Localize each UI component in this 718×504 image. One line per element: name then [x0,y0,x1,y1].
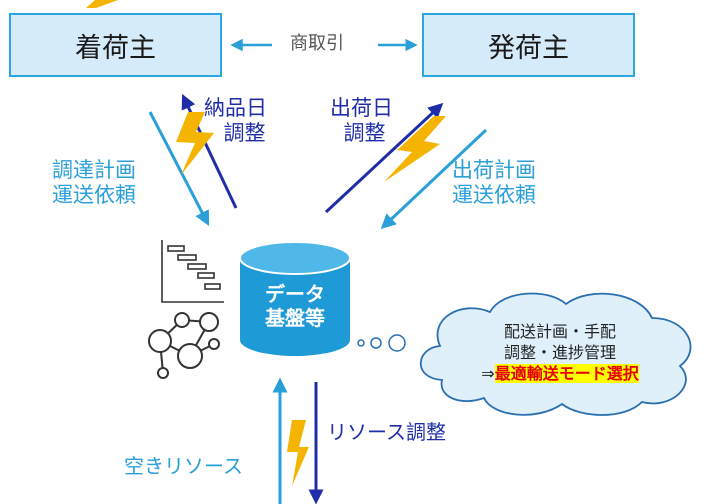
network-icon [148,312,220,379]
arrow-procurement-request [148,111,210,226]
lightning-icon [287,420,309,486]
cloud-arrow-prefix: ⇒ [481,363,495,383]
consignee-box: 着荷主 [9,13,222,77]
delivery-adjust-label: 納品日 調整 [204,96,267,146]
free-resource-label: 空きリソース [124,454,243,478]
consignee-label: 着荷主 [75,32,156,64]
thought-bubbles [357,334,406,352]
gantt-chart-icon [161,240,224,303]
optimal-mode-highlight: 最適輸送モード選択 [494,363,639,383]
procurement-request-label: 調達計画 運送依頼 [52,158,136,208]
cloud-shape [419,292,692,416]
trade-label: 商取引 [290,33,344,54]
lightning-icon [86,0,118,8]
shipping-adjust-label: 出荷日 調整 [330,96,393,146]
arrow-shipping-request [380,128,488,230]
resource-adjust-label: リソース調整 [327,420,446,444]
platform-label: データ 基盤等 [265,282,325,330]
arrow-shipping-adjust [324,102,444,214]
lightning-icon [176,112,214,175]
cloud-text: 配送計画・手配 調整・進捗管理 ⇒最適輸送モード選択 [481,322,639,383]
data-platform-cylinder [239,241,351,356]
shipping-request-label: 出荷計画 運送依頼 [452,158,536,208]
shipper-label: 発荷主 [488,32,569,64]
shipper-box: 発荷主 [422,13,635,77]
lightning-icon [384,116,446,182]
